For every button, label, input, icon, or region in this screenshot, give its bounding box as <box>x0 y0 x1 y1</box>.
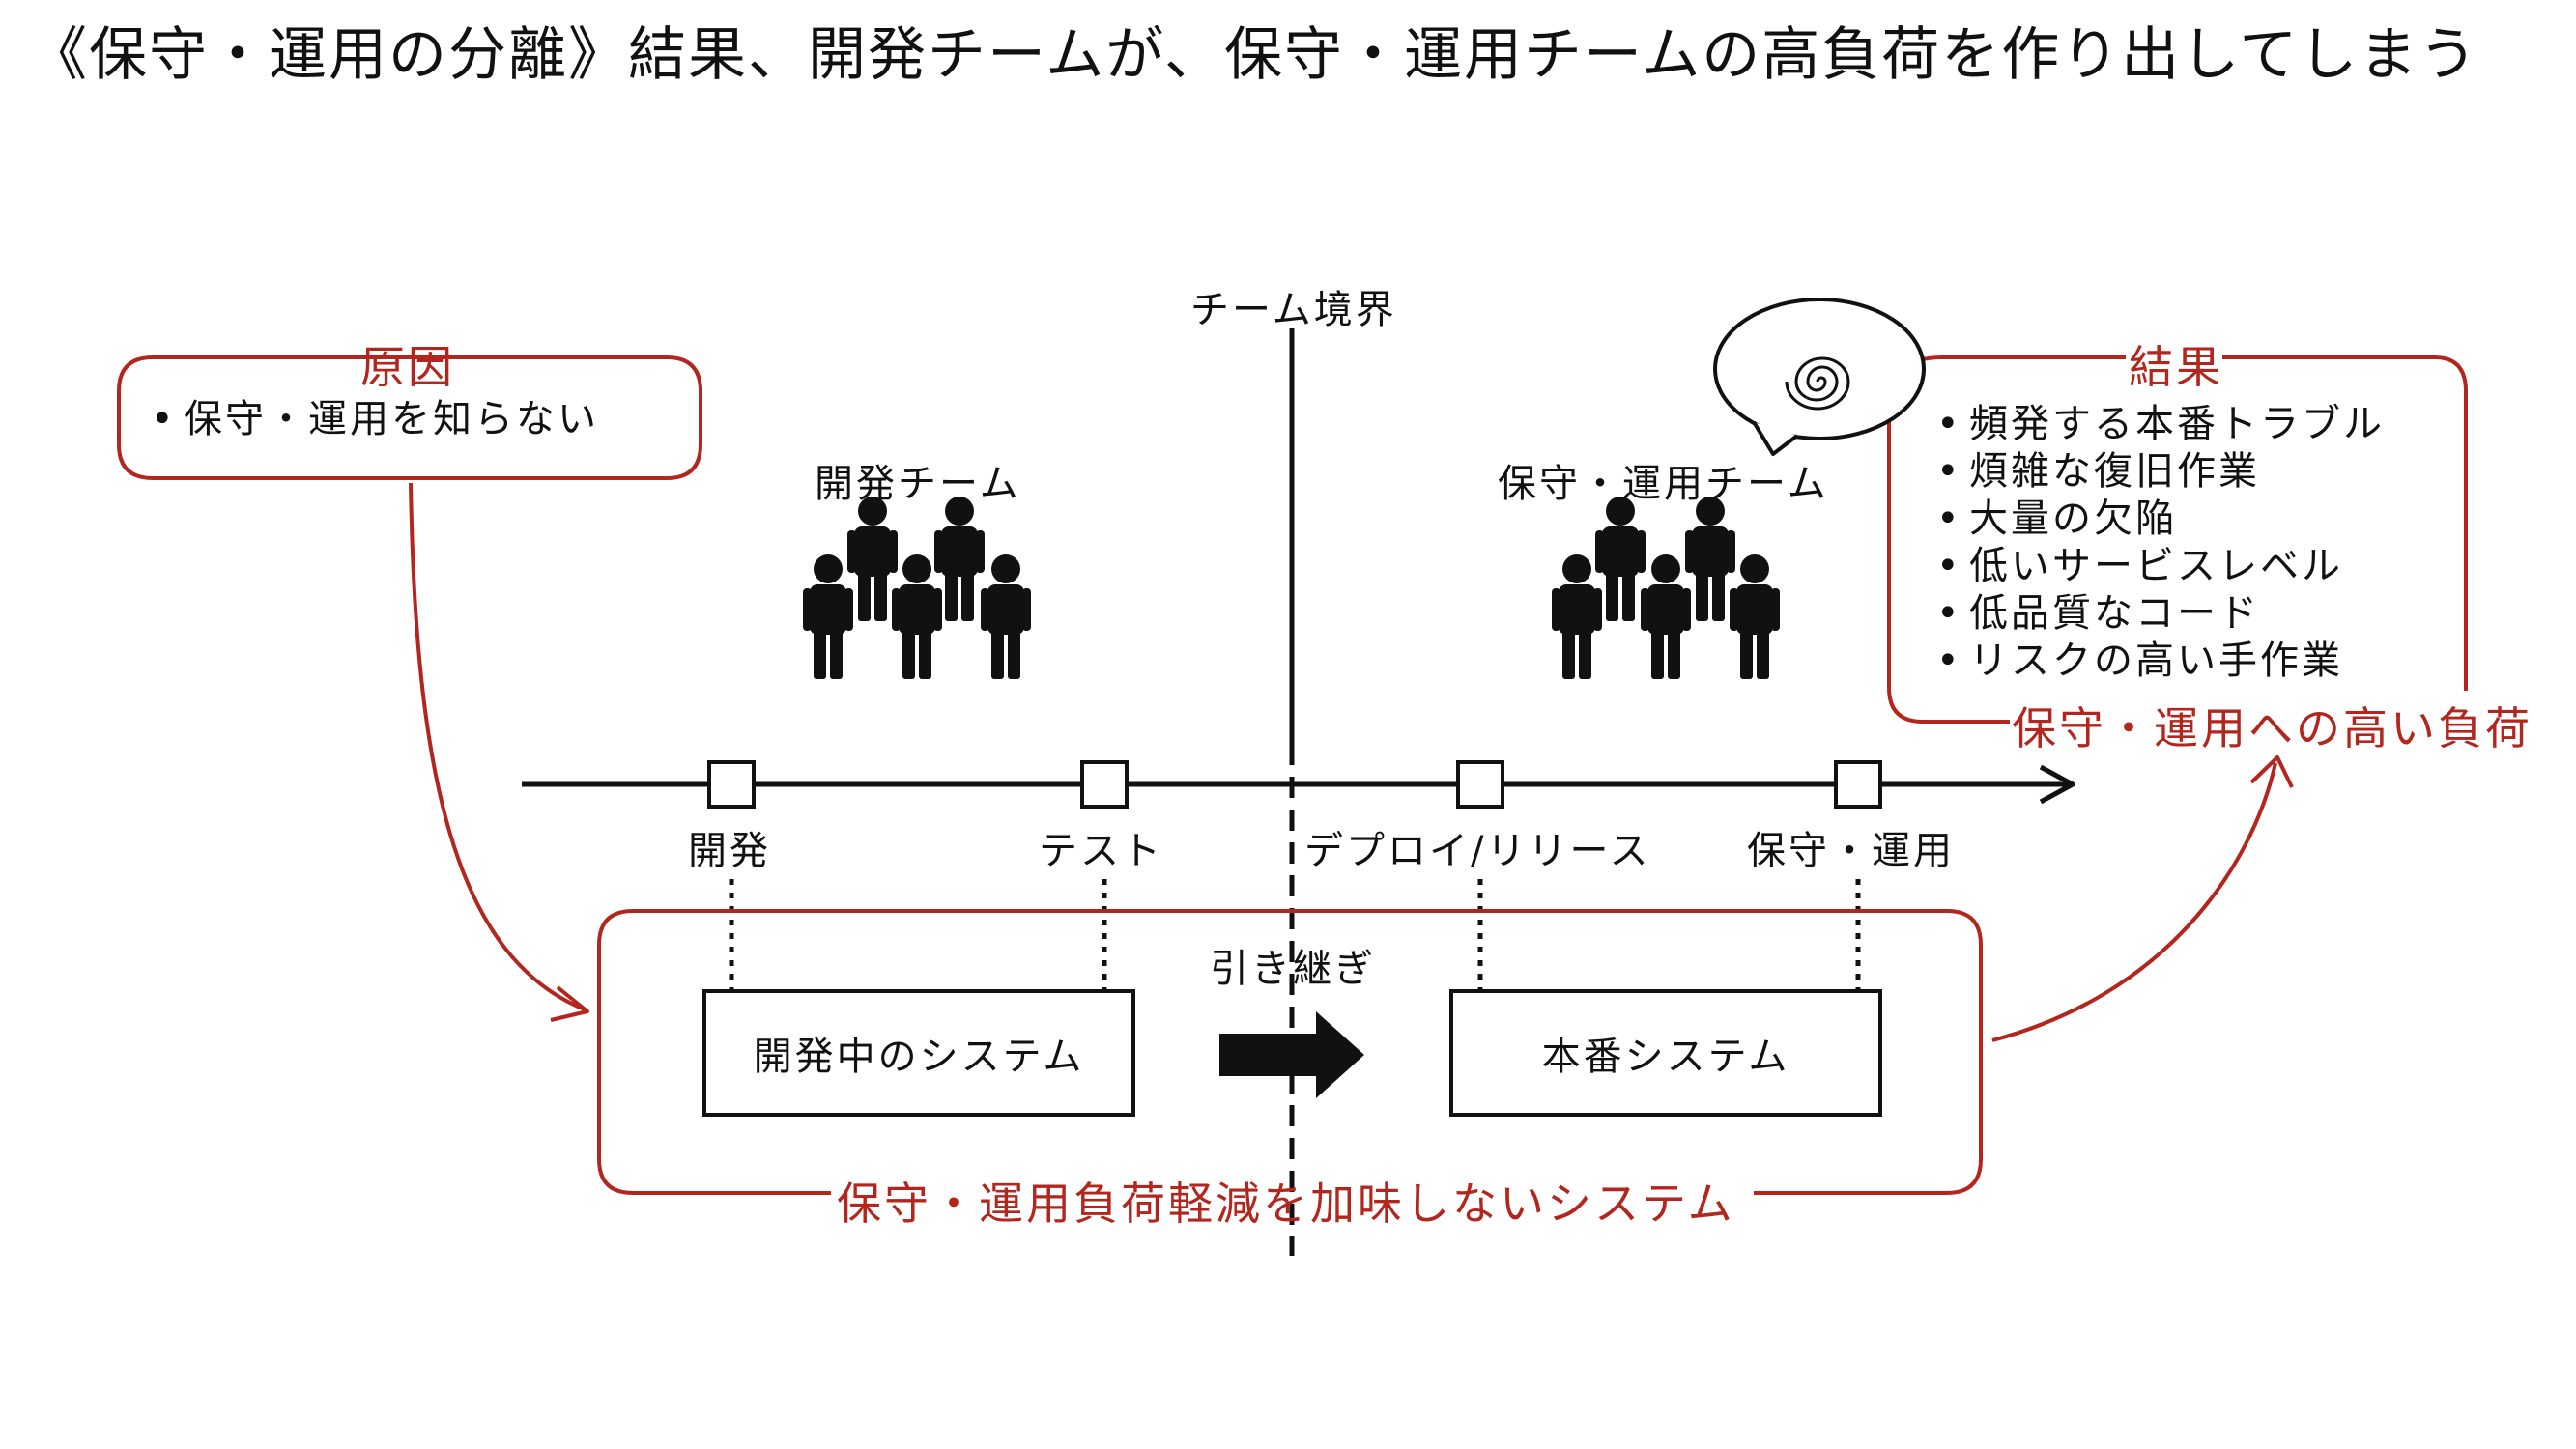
cause-item: 保守・運用を知らない <box>145 396 599 443</box>
stage-label-test: テスト <box>1039 829 1163 873</box>
person-icon <box>892 554 942 679</box>
page-title: 《保守・運用の分離》結果、開発チームが、保守・運用チームの高負荷を作り出してしま… <box>29 21 2479 89</box>
person-icon <box>1595 497 1646 621</box>
system-to-result-arrow <box>1991 762 2277 1042</box>
cause-heading: 原因 <box>360 341 455 393</box>
result-list: 頻発する本番トラブル 煩雑な復旧作業 大量の欠陥 低いサービスレベル 低品質なコ… <box>1931 401 2385 685</box>
cause-list: 保守・運用を知らない <box>145 396 599 443</box>
result-item: 頻発する本番トラブル <box>1931 401 2385 448</box>
spiral-icon <box>1785 356 1850 411</box>
cause-to-system-arrow <box>409 482 586 1011</box>
stage-label-ops: 保守・運用 <box>1747 829 1955 873</box>
result-item: リスクの高い手作業 <box>1931 638 2385 685</box>
handoff-label: 引き継ぎ <box>1210 947 1376 991</box>
prod-system-box: 本番システム <box>1449 989 1882 1117</box>
result-arrowhead <box>2249 755 2294 788</box>
dev-team-people <box>803 497 1031 679</box>
result-conclusion: 保守・運用への高い負荷 <box>2012 702 2533 754</box>
team-boundary-label: チーム境界 <box>1190 288 1397 332</box>
dev-system-box: 開発中のシステム <box>702 989 1135 1117</box>
result-item: 低いサービスレベル <box>1931 543 2385 590</box>
person-icon <box>1552 554 1602 679</box>
system-group-label: 保守・運用負荷軽減を加味しないシステム <box>837 1178 1735 1230</box>
system-group-box <box>597 909 1983 1195</box>
stage-label-deploy: デプロイ/リリース <box>1304 829 1651 873</box>
person-icon <box>1685 497 1735 621</box>
person-icon <box>981 554 1031 679</box>
milestone-dev <box>707 760 756 809</box>
milestone-test <box>1080 760 1129 809</box>
speech-bubble-icon <box>1713 298 1926 456</box>
handoff-arrow-icon <box>1219 1011 1364 1098</box>
milestone-ops <box>1834 760 1882 809</box>
result-item: 低品質なコード <box>1931 590 2385 638</box>
cause-box <box>117 355 702 480</box>
stage-label-dev: 開発 <box>688 829 771 873</box>
timeline-arrowhead <box>2039 764 2075 805</box>
milestone-deploy <box>1456 760 1504 809</box>
person-icon <box>803 554 853 679</box>
result-item: 煩雑な復旧作業 <box>1931 448 2385 496</box>
person-icon <box>1641 554 1691 679</box>
result-heading: 結果 <box>2129 341 2223 393</box>
result-box-right <box>2222 355 2468 691</box>
person-icon <box>847 497 898 621</box>
person-icon <box>1730 554 1780 679</box>
ops-team-label: 保守・運用チーム <box>1498 462 1829 506</box>
ops-team-people <box>1552 497 1780 679</box>
cause-arrowhead <box>550 985 589 1022</box>
dev-team-label: 開発チーム <box>815 462 1021 506</box>
result-item: 大量の欠陥 <box>1931 496 2385 543</box>
